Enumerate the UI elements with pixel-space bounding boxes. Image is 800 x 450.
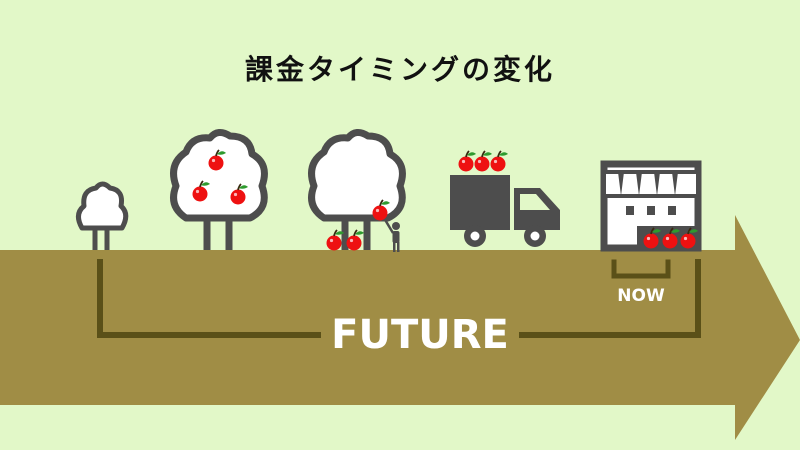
apple-icon — [457, 150, 477, 173]
timeline-arrow — [0, 215, 800, 440]
apple-tree-icon — [170, 129, 268, 250]
sapling-icon — [76, 181, 129, 250]
apple-icon — [489, 150, 509, 173]
apple-icon — [345, 229, 365, 252]
future-label: FUTURE — [331, 312, 509, 358]
harvest-icon — [308, 129, 406, 252]
now-label: NOW — [617, 286, 665, 306]
apple-icon — [473, 150, 493, 173]
apple-icon — [325, 229, 345, 252]
now-bracket — [611, 259, 671, 279]
store-icon — [600, 160, 702, 252]
delivery-truck-icon — [450, 150, 560, 247]
future-bracket — [97, 259, 701, 338]
person-icon — [382, 217, 400, 252]
diagram-title: 課金タイミングの変化 — [244, 53, 555, 86]
